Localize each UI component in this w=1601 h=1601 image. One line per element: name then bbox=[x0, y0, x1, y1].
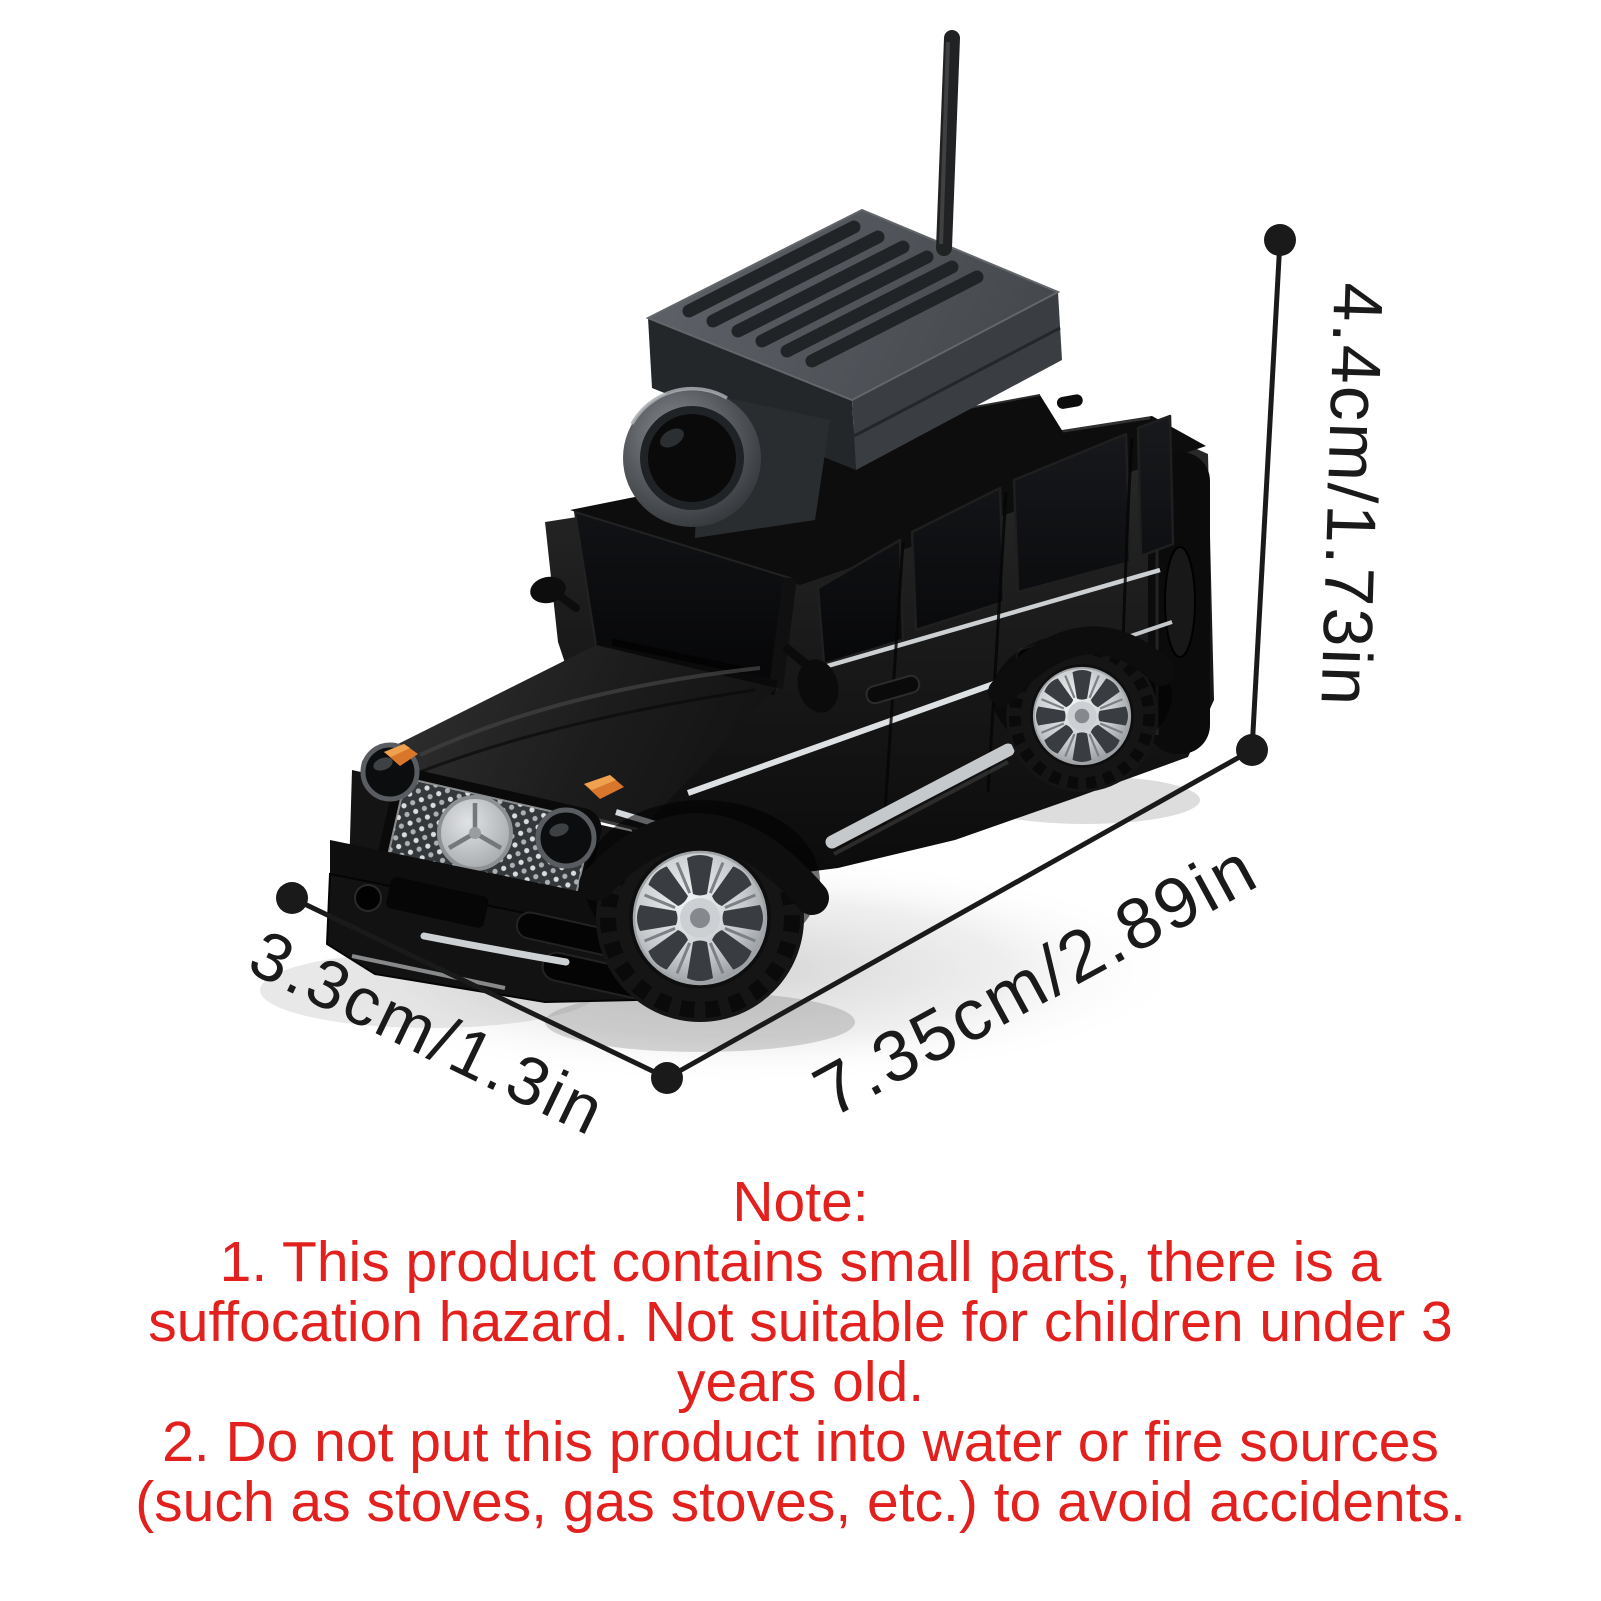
length-dimension-line bbox=[664, 747, 1255, 1081]
dimension-endpoint-dot bbox=[1236, 734, 1268, 766]
brand-badge bbox=[437, 795, 513, 871]
note-warning2-line1: 2. Do not put this product into water or… bbox=[162, 1410, 1439, 1474]
turn-indicator-left bbox=[384, 744, 418, 766]
side-mirror-near bbox=[782, 644, 839, 713]
dimension-endpoint-dot bbox=[651, 1062, 683, 1094]
toy-car-illustration bbox=[260, 30, 1214, 1085]
width-dimension-line bbox=[289, 895, 670, 1081]
turn-indicator-right bbox=[584, 775, 624, 799]
dimension-endpoint-dot bbox=[1264, 224, 1296, 256]
door-handle bbox=[865, 674, 921, 705]
antenna bbox=[936, 30, 960, 256]
height-dimension-label: 4.4cm/1.73in bbox=[1306, 281, 1397, 708]
note-title: Note: bbox=[732, 1170, 869, 1234]
note-warning2-line2: (such as stoves, gas stoves, etc.) to av… bbox=[135, 1470, 1466, 1534]
roof-camera-box bbox=[623, 30, 1068, 538]
note-warning1-line3: years old. bbox=[676, 1350, 925, 1414]
front-wheel bbox=[579, 800, 829, 1022]
dimension-endpoint-dot bbox=[276, 882, 308, 914]
height-dimension-line bbox=[1249, 237, 1283, 753]
note-block: Note: 1. This product contains small par… bbox=[0, 1172, 1601, 1532]
note-warning1-line2: suffocation hazard. Not suitable for chi… bbox=[148, 1290, 1453, 1354]
running-board bbox=[825, 743, 1015, 849]
rear-wheel bbox=[988, 626, 1176, 792]
note-warning1-line1: 1. This product contains small parts, th… bbox=[219, 1230, 1382, 1294]
camera-lens bbox=[623, 386, 830, 538]
headlight-right bbox=[535, 807, 597, 869]
side-windows bbox=[816, 414, 1175, 666]
side-mirror-far bbox=[530, 576, 580, 612]
roof-latch bbox=[1056, 394, 1083, 409]
speaker-vents bbox=[682, 220, 984, 368]
